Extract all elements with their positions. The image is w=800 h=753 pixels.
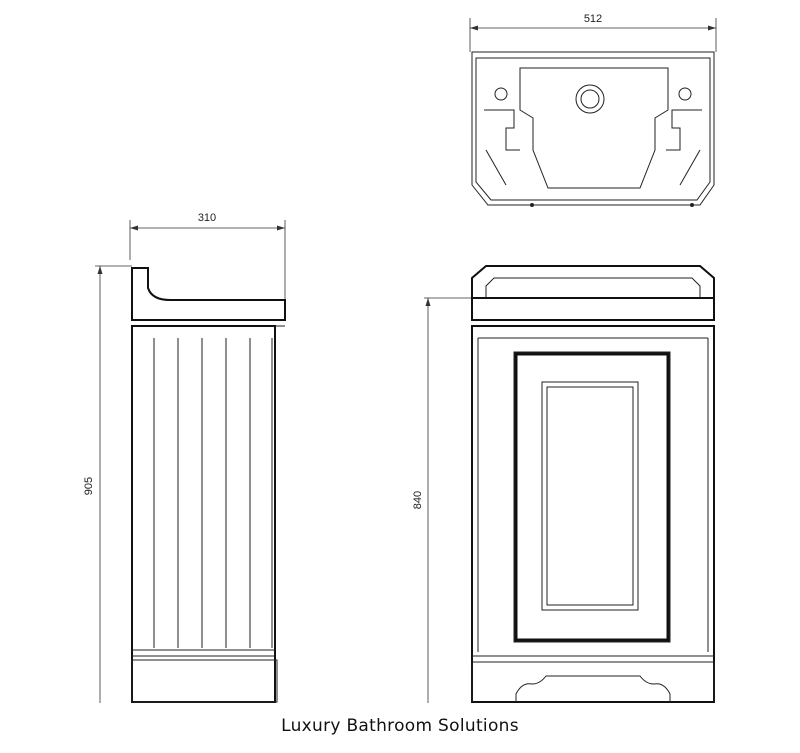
- basin-bowl: [519, 67, 669, 189]
- arrow-left: [130, 225, 138, 231]
- arrow-left: [470, 25, 478, 31]
- left-corner-line: [485, 149, 507, 186]
- basin-rim: [475, 57, 711, 201]
- brand-footer-text: Luxury Bathroom Solutions: [281, 716, 519, 736]
- front-basin-lip: [471, 297, 715, 321]
- side-depth-label: 310: [198, 212, 216, 224]
- technical-drawing: 512 310 905: [83, 13, 717, 703]
- basin-outline: [471, 51, 715, 206]
- side-cabinet-body: [131, 325, 276, 703]
- arrow-up: [97, 266, 103, 274]
- top-width-label: 512: [584, 13, 602, 25]
- overflow-dot-right: [690, 203, 694, 207]
- tap-hole-right: [678, 87, 692, 101]
- front-basin-inner: [485, 277, 701, 298]
- front-plinth: [471, 661, 715, 702]
- arrow-right: [277, 225, 285, 231]
- top-view: 512: [469, 13, 717, 207]
- right-deck-detail: [666, 109, 702, 151]
- left-deck-detail: [484, 109, 520, 151]
- arrow-up: [425, 298, 431, 306]
- tap-hole-left: [494, 87, 508, 101]
- door-panel-outer: [541, 381, 639, 611]
- right-corner-line: [679, 149, 701, 186]
- front-cabinet-body: [471, 325, 715, 703]
- cabinet-door: [513, 351, 671, 643]
- side-height-label: 905: [83, 477, 95, 495]
- front-height-label: 840: [412, 491, 424, 509]
- side-plinth: [131, 659, 278, 703]
- front-view: 840: [412, 265, 715, 703]
- waste-inner-ring: [580, 89, 600, 109]
- side-basin-profile: [131, 267, 286, 321]
- side-view: 310 905: [83, 212, 286, 703]
- front-basin-top: [471, 265, 715, 299]
- door-panel-inner: [546, 386, 634, 606]
- overflow-dot-left: [530, 203, 534, 207]
- door-edge: [514, 352, 670, 642]
- plinth-cutout: [515, 675, 671, 702]
- arrow-right: [708, 25, 716, 31]
- waste-outer-ring: [575, 84, 605, 114]
